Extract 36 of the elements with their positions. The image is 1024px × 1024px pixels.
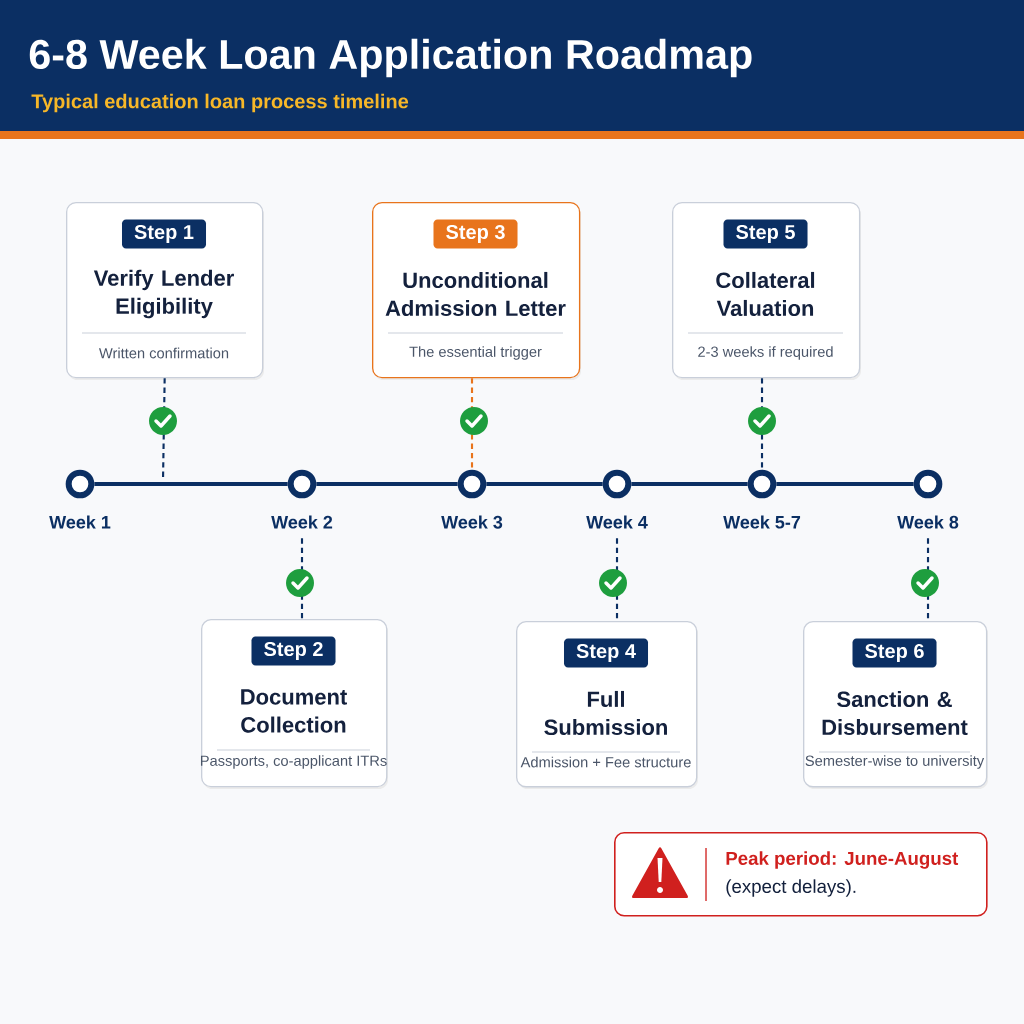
- step-note: The essential trigger: [409, 346, 542, 360]
- step-title: Verify Lender Eligibility: [93, 269, 234, 319]
- step-badge: Step 5: [723, 219, 808, 249]
- week-label: Week 8: [897, 515, 959, 529]
- step-title: Document Collection: [241, 689, 347, 733]
- connector: [470, 378, 474, 470]
- step-badge: Step 3: [433, 219, 518, 249]
- connector: [615, 538, 619, 621]
- connector: [926, 538, 930, 621]
- step-badge: Step 4: [564, 638, 648, 668]
- connector: [94, 482, 288, 486]
- connector: [631, 482, 748, 486]
- title: 6-8 Week Loan Application Roadmap: [29, 38, 752, 78]
- week-label: Week 2: [271, 515, 333, 529]
- step-title: Collateral Valuation: [716, 271, 815, 317]
- step-note: Passports, co-applicant ITRs: [201, 755, 387, 769]
- alert-text: (expect delays).: [726, 879, 856, 897]
- subtitle: Typical education loan process timeline: [31, 93, 409, 113]
- alert-heading: Peak period: June-August: [726, 851, 959, 869]
- connector: [776, 482, 914, 486]
- connector: [486, 482, 603, 486]
- week-label: Week 1: [49, 515, 111, 529]
- step-note: Semester-wise to university: [805, 755, 985, 769]
- step-badge: Step 2: [251, 636, 336, 666]
- week-label: Week 3: [441, 515, 503, 529]
- connector: [316, 482, 458, 486]
- week-label: Week 5-7: [723, 515, 801, 529]
- week-label: Week 4: [586, 515, 648, 529]
- step-note: Admission + Fee structure: [520, 756, 691, 768]
- step-title: Full Submission: [544, 690, 667, 736]
- step-title: Sanction & Disbursement: [822, 690, 968, 736]
- step-badge: Step 6: [852, 638, 937, 668]
- step-badge: Step 1: [122, 219, 206, 249]
- step-note: 2-3 weeks if required: [698, 346, 833, 360]
- step-title: Unconditional Admission Letter: [385, 271, 566, 317]
- step-note: Written confirmation: [99, 347, 229, 359]
